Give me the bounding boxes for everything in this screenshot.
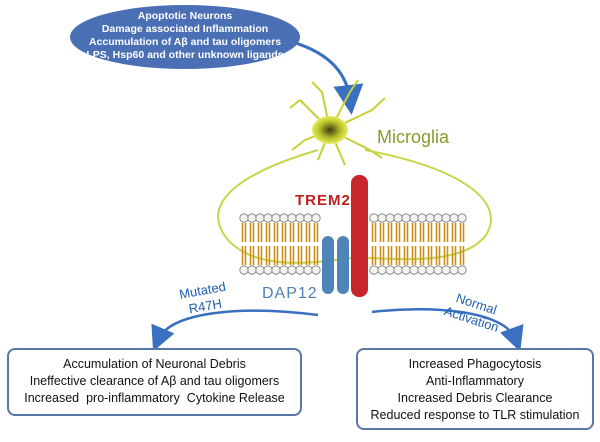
ligand-ellipse: Apoptotic Neurons Damage associated Infl… <box>70 5 300 69</box>
outcome-line: Increased Debris Clearance <box>397 391 553 405</box>
microglia-label: Microglia <box>377 127 450 147</box>
trem2-receptor <box>351 175 368 297</box>
microglia-body <box>312 116 348 144</box>
dap12-subunit-1 <box>322 236 334 294</box>
ligand-line: Apoptotic Neurons <box>137 10 233 22</box>
ligand-line: LPS, Hsp60 and other unknown ligands <box>86 49 284 61</box>
mutated-arrow <box>151 309 319 352</box>
trem2-label: TREM2 <box>295 192 351 209</box>
normal-outcome-box: Increased Phagocytosis Anti-Inflammatory… <box>356 348 594 430</box>
outcome-line: Increased pro-inflammatory Cytokine Rele… <box>24 391 285 405</box>
outcome-line: Accumulation of Neuronal Debris <box>63 357 246 371</box>
mutated-outcome-box: Accumulation of Neuronal Debris Ineffect… <box>7 348 302 416</box>
normal-arrow <box>371 307 524 352</box>
lipid-bilayer-left <box>239 213 321 275</box>
outcome-line: Anti-Inflammatory <box>426 374 524 388</box>
outcome-line: Ineffective clearance of Aβ and tau olig… <box>29 374 280 388</box>
lipid-bilayer-right <box>369 213 467 275</box>
outcome-line: Increased Phagocytosis <box>408 357 542 371</box>
ligand-line: Damage associated Inflammation <box>101 23 269 35</box>
dap12-label: DAP12 <box>262 285 318 302</box>
ligand-line: Accumulation of Aβ and tau oligomers <box>88 36 282 48</box>
outcome-line: Reduced response to TLR stimulation <box>370 408 580 422</box>
dap12-subunit-2 <box>337 236 349 294</box>
